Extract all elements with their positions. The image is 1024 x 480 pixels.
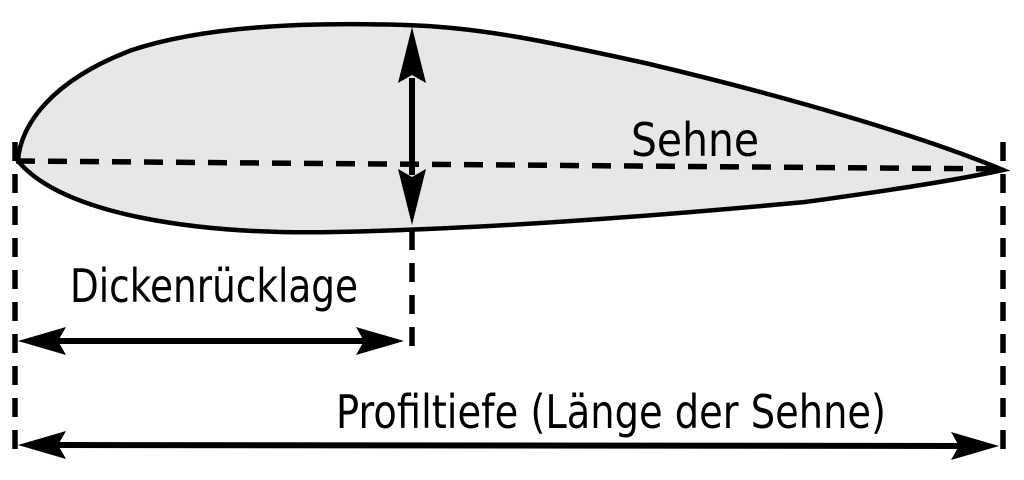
profiltiefe-arrowhead-left [18, 431, 66, 459]
thickness-arrowhead-down [398, 169, 426, 225]
profiltiefe-arrow [18, 431, 999, 460]
thickness-arrow [398, 27, 426, 225]
dickenruecklage-arrowhead-left [18, 327, 66, 355]
chord-dashed-line [15, 158, 1004, 172]
airfoil-outline [15, 21, 1011, 235]
thickness-arrowhead-up [398, 27, 426, 83]
dickenruecklage-arrow [18, 327, 404, 355]
profiltiefe-arrowhead-right [951, 432, 999, 460]
profiltiefe-arrow-shaft [57, 442, 960, 449]
chord-length-label: Profiltiefe (Länge der Sehne) [336, 385, 886, 439]
thickness-position-label: Dickenrücklage [70, 259, 358, 313]
dickenruecklage-arrowhead-right [356, 327, 404, 355]
chord-label: Sehne [631, 113, 759, 167]
